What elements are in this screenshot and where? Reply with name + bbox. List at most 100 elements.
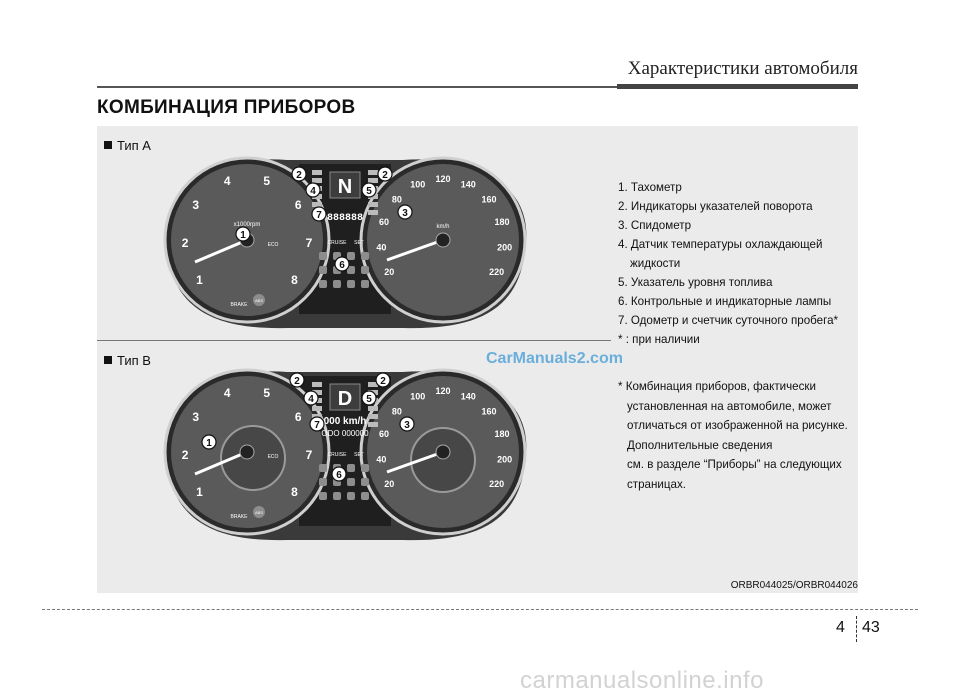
warning-lamp-icon	[361, 280, 369, 288]
speed-tick-label: 140	[461, 391, 476, 401]
type-a-label: Тип A	[104, 138, 151, 153]
warning-lamp-icon	[333, 492, 341, 500]
gear-display	[329, 383, 361, 411]
note-line: отличаться от изображенной на рисунке.	[627, 419, 848, 432]
speed-tick-label: 40	[376, 242, 386, 252]
legend-item: 6. Контрольные и индикаторные лампы	[618, 295, 832, 308]
tach-tick-label: 7	[306, 448, 313, 462]
tach-tick-label: 5	[263, 174, 270, 188]
fuel-gauge-segment	[368, 210, 378, 215]
warning-lamp-icon	[347, 252, 355, 260]
warning-lamp-icon	[347, 464, 355, 472]
callout-number: 7	[314, 420, 320, 431]
callout-marker	[331, 466, 347, 482]
square-bullet-icon	[104, 356, 112, 364]
temp-gauge-segment	[312, 178, 322, 183]
callout-number: 4	[310, 186, 316, 197]
fuel-gauge-segment	[368, 406, 378, 411]
speed-tick-label: 80	[392, 195, 402, 205]
callout-marker	[375, 372, 391, 388]
odometer-display: ODO 000000	[321, 429, 369, 438]
callout-number: 3	[402, 208, 408, 219]
warning-lamp-icon	[347, 266, 355, 274]
header-title: Характеристики автомобиля	[627, 58, 858, 79]
tach-tick-label: 8	[291, 273, 298, 287]
callout-number: 2	[296, 170, 302, 181]
warning-lamp-icon	[347, 280, 355, 288]
speed-unit-label: km/h	[436, 224, 449, 230]
note-line: Дополнительные сведения	[627, 438, 773, 452]
note-line: установленная на автомобиле, может	[627, 399, 832, 413]
footer-rule	[42, 609, 918, 610]
warning-lamp-icon	[361, 252, 369, 260]
callout-marker	[311, 206, 327, 222]
legend-item: 5. Указатель уровня топлива	[618, 276, 773, 289]
callout-number: 4	[308, 394, 314, 405]
set-label: SET	[354, 240, 364, 246]
speed-tick-label: 140	[461, 179, 476, 189]
callout-marker	[377, 166, 393, 182]
callout-number: 2	[294, 376, 300, 387]
tach-tick-label: 5	[263, 386, 270, 400]
abs-lamp-label: ABS	[255, 510, 263, 515]
tach-needle	[194, 238, 248, 264]
site-watermark: carmanualsonline.info	[520, 667, 764, 694]
legend-list: 1. Тахометр 2. Индикаторы указателей пов…	[618, 178, 858, 349]
callout-marker	[334, 256, 350, 272]
callout-marker	[289, 372, 305, 388]
callout-marker	[305, 182, 321, 198]
warning-lamp-icon	[319, 478, 327, 486]
eco-lamp-label: ECO	[268, 242, 279, 248]
speed-tick-label: 40	[376, 454, 386, 464]
page-number: 43	[862, 619, 880, 636]
tach-tick-label: 8	[291, 485, 298, 499]
legend-item: 4. Датчик температуры охлаждающей	[618, 238, 823, 251]
callout-number: 1	[206, 438, 212, 449]
tach-tick-label: 7	[306, 236, 313, 250]
tach-tick-label: 1	[196, 485, 203, 499]
tach-hub	[239, 444, 255, 460]
header-rule	[97, 86, 617, 88]
section-title: КОМБИНАЦИЯ ПРИБОРОВ	[97, 97, 356, 118]
tach-tick-label: 3	[192, 198, 199, 212]
panel-divider	[97, 340, 611, 341]
callout-number: 3	[404, 420, 410, 431]
callout-marker	[291, 166, 307, 182]
callout-number: 6	[339, 260, 345, 271]
callout-marker	[361, 182, 377, 198]
page-separator	[856, 616, 857, 642]
cruise-label: CRUISE	[328, 452, 348, 458]
callout-number: 5	[366, 186, 372, 197]
odometer-display: 888888	[327, 213, 363, 224]
speed-hub	[435, 444, 451, 460]
warning-lamp-icon	[347, 478, 355, 486]
warning-lamp-icon	[361, 492, 369, 500]
abs-lamp-icon	[253, 294, 265, 306]
brake-lamp-label: BRAKE	[231, 514, 249, 520]
note-line: см. в разделе “Приборы” на следующих	[627, 458, 842, 471]
warning-lamp-icon	[319, 492, 327, 500]
speed-tick-label: 220	[489, 479, 504, 489]
speed-hub	[435, 232, 451, 248]
speed-tick-label: 200	[497, 454, 512, 464]
speed-needle	[386, 450, 444, 474]
tach-needle	[194, 450, 248, 476]
speed-tick-label: 60	[379, 217, 389, 227]
temp-gauge-segment	[312, 194, 322, 199]
temp-gauge-segment	[312, 202, 322, 207]
gear-display	[329, 171, 361, 199]
speed-tick-label: 20	[384, 479, 394, 489]
legend-item: 3. Спидометр	[618, 219, 692, 232]
fuel-gauge-segment	[368, 414, 378, 419]
trip-display: 000 km/h	[324, 416, 367, 427]
speed-tick-label: 120	[435, 386, 450, 396]
header-rule-accent	[617, 84, 858, 89]
callout-marker	[201, 434, 217, 450]
figure-code: ORBR044025/ORBR044026	[730, 580, 858, 591]
abs-lamp-label: ABS	[255, 298, 263, 303]
tach-tick-label: 3	[192, 410, 199, 424]
type-b-label: Тип B	[104, 353, 151, 368]
callout-number: 5	[366, 394, 372, 405]
fuel-gauge-segment	[368, 382, 378, 387]
